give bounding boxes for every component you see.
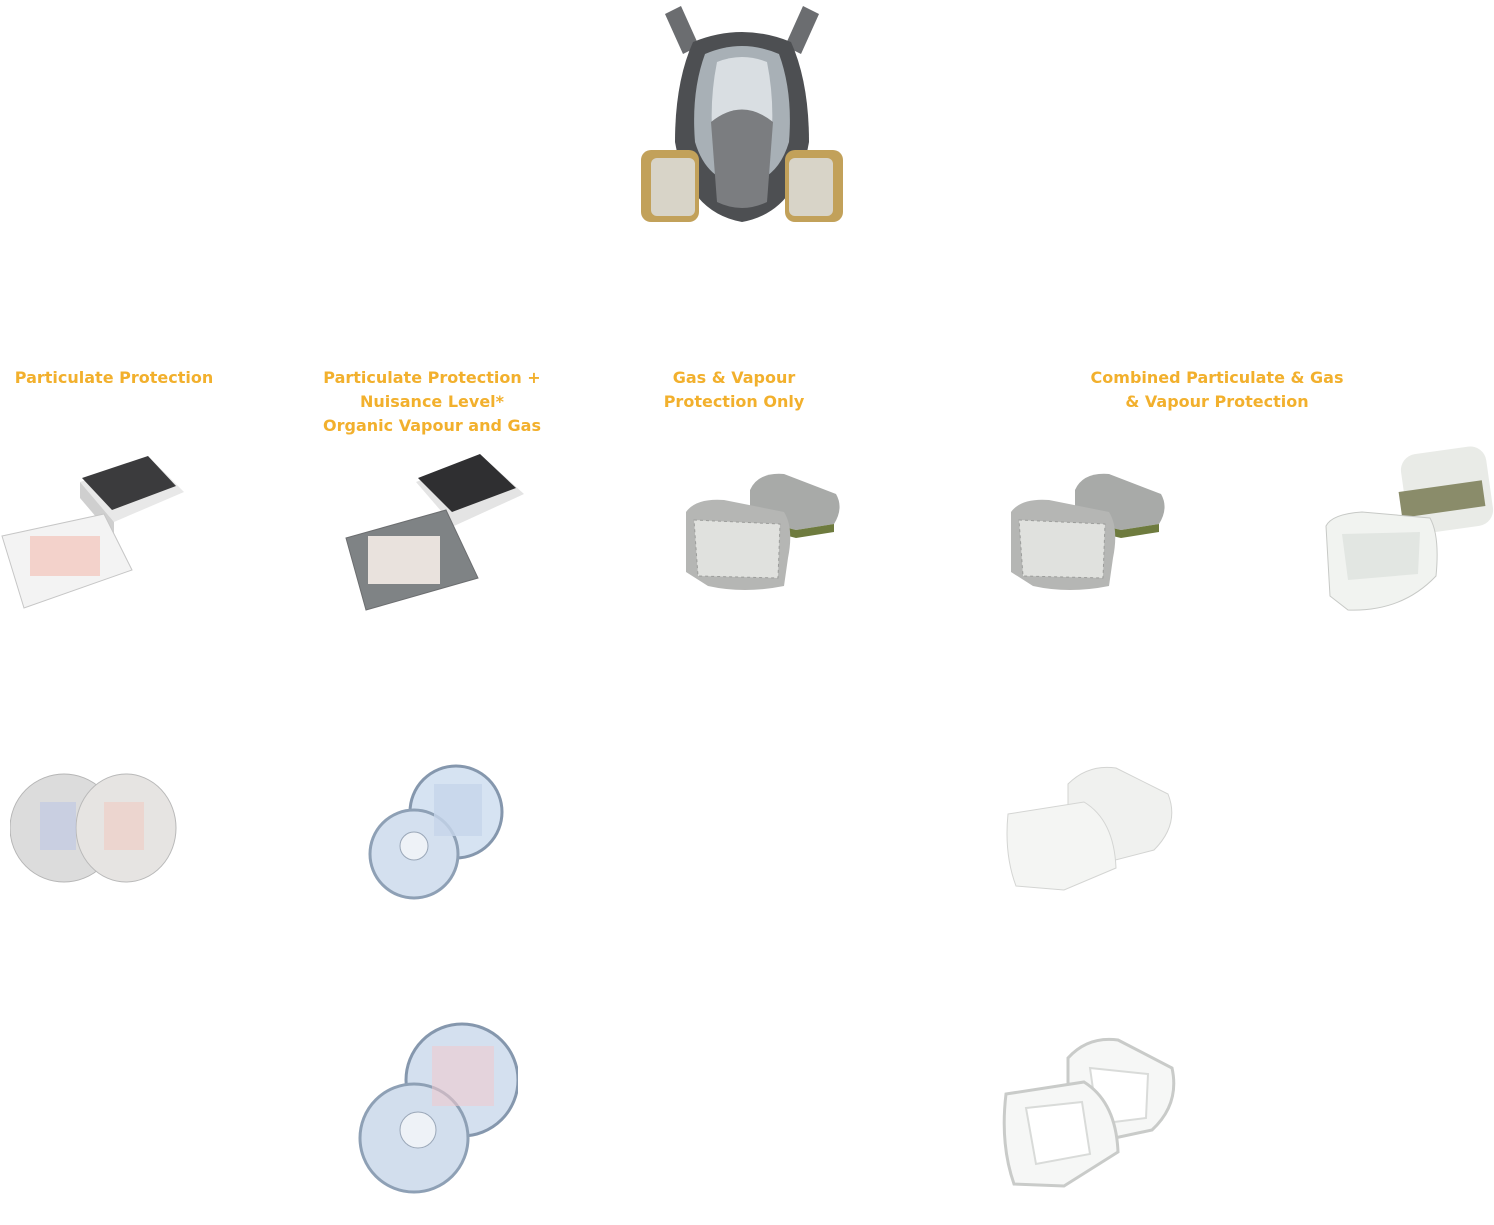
heading-combined-protection: Combined Particulate & Gas & Vapour Prot… [1090, 368, 1344, 411]
particulate-filter-pads-image [0, 452, 188, 612]
full-face-respirator-image [637, 2, 847, 226]
prefilter-pads-image [1004, 764, 1176, 892]
heading-particulate-protection: Particulate Protection [14, 368, 214, 387]
filter-retainers-image [1000, 1034, 1180, 1192]
heading-particulate-nuisance-protection: Particulate Protection + Nuisance Level*… [323, 368, 541, 435]
blue-disc-filters-image [368, 760, 504, 900]
particulate-disc-filters-image [10, 772, 178, 886]
heading-gas-vapour-protection: Gas & Vapour Protection Only [663, 368, 805, 411]
gas-vapour-cartridges-image [684, 468, 844, 594]
pink-disc-filters-image [358, 1020, 518, 1194]
particulate-nuisance-filter-pads-image [344, 450, 526, 614]
combined-cartridge-with-cover-image [1322, 446, 1494, 614]
gas-vapour-cartridges-image-2 [1009, 468, 1169, 594]
